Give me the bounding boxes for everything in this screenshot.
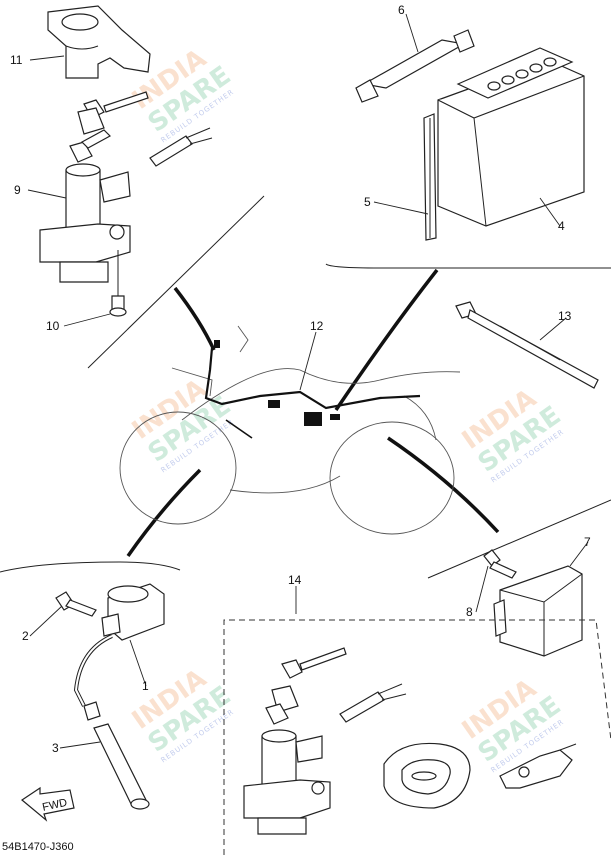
- spark-plug-cap: [83, 701, 150, 810]
- kit-seat-lock-cam: [499, 743, 577, 789]
- battery-breather-pipe: [423, 113, 437, 241]
- divider-top-right: [325, 263, 611, 269]
- callout-1: 1: [142, 679, 149, 693]
- divider-bottom-left: [0, 561, 181, 573]
- callout-14: 14: [288, 573, 302, 587]
- callout-3: 3: [52, 741, 59, 755]
- fwd-arrow: FWD: [20, 786, 75, 822]
- callout-6: 6: [398, 3, 405, 17]
- ignition-key-upper: [77, 91, 149, 135]
- battery-cells: [487, 57, 557, 91]
- ignition-key-lower: [69, 129, 111, 163]
- callout-11: 11: [10, 53, 23, 67]
- divider-mid-right: [427, 499, 611, 579]
- kit-ignition-switch: [243, 729, 331, 835]
- ignition-wire-leads: [149, 127, 213, 167]
- callout-9: 9: [14, 183, 21, 197]
- battery: [437, 47, 585, 227]
- kit-seat-lock-cover: [383, 742, 471, 809]
- motorcycle-outline: [119, 325, 461, 535]
- callout-7: 7: [584, 535, 591, 549]
- arc-regulator: [387, 436, 500, 534]
- arc-battery: [334, 268, 439, 411]
- callout-2: 2: [22, 629, 29, 643]
- kit-14-box: [223, 619, 611, 855]
- arc-ignition: [173, 286, 216, 351]
- coil-lead-wire: [73, 634, 113, 707]
- arc-coil: [126, 468, 202, 557]
- fwd-label: FWD: [41, 797, 68, 814]
- kit-wire-leads: [339, 683, 407, 723]
- battery-band: [355, 29, 475, 103]
- screw-10: [109, 295, 127, 317]
- callout-10: 10: [46, 319, 60, 333]
- callout-13: 13: [558, 309, 572, 323]
- watermark-mid-left: INDIA SPARE REBUILD TOGETHER: [127, 374, 237, 475]
- callout-12: 12: [310, 319, 324, 333]
- leader-lines: [27, 13, 589, 749]
- drawing-code: 54B1470-J360: [2, 841, 74, 853]
- connector-arcs: [126, 268, 500, 557]
- rectifier-regulator: [493, 565, 583, 657]
- divider-top-left: [87, 195, 265, 369]
- ignition-switch: [39, 163, 131, 296]
- callout-5: 5: [364, 195, 371, 209]
- callout-8: 8: [466, 605, 473, 619]
- callout-labels: 11 9 10 6 5 4 13 12 7 8 14 2 1 3: [10, 3, 591, 755]
- watermark-mid-right: INDIA SPARE REBUILD TOGETHER: [457, 384, 567, 485]
- watermark-bottom-left: INDIA SPARE REBUILD TOGETHER: [127, 664, 237, 765]
- bolt-8: [483, 549, 517, 579]
- ignition-coil: [101, 583, 165, 641]
- section-dividers: [0, 195, 611, 579]
- callout-4: 4: [558, 219, 565, 233]
- key-cover-cap: [47, 5, 151, 79]
- bolt-2: [55, 591, 97, 617]
- kit-ignition-keys: [265, 647, 347, 725]
- wire-harness: [204, 340, 421, 439]
- cable-tie: [455, 301, 599, 389]
